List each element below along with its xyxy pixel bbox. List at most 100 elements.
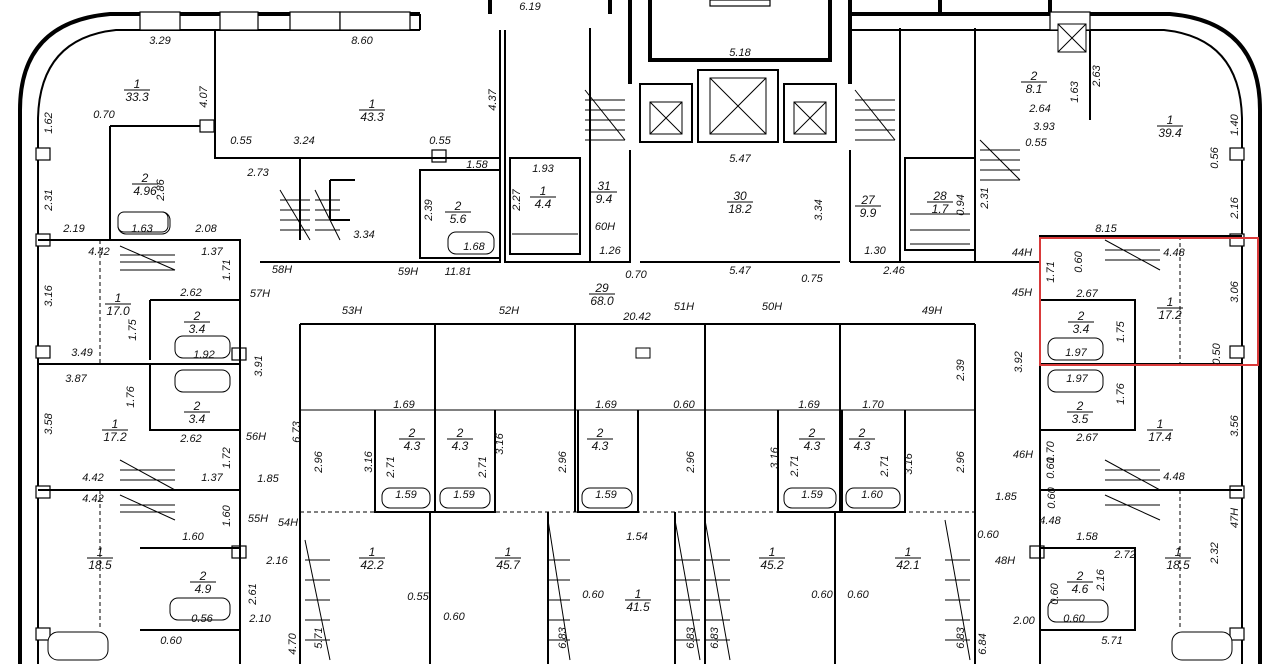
dimension-label: 1.37: [201, 246, 223, 258]
room-number: 1: [369, 97, 376, 111]
room-area: 3.4: [189, 412, 206, 426]
stairs: [119, 89, 1161, 661]
room-number: 2: [1077, 309, 1085, 323]
dimension-label: 5.71: [1101, 635, 1122, 647]
dimension-label: 1.62: [43, 112, 55, 133]
room-area: 42.2: [360, 558, 384, 572]
dimension-label: 0.60: [977, 529, 999, 541]
room-number: 1: [134, 77, 141, 91]
dimension-label: 55H: [248, 513, 268, 525]
dimension-label: 0.55: [1025, 137, 1047, 149]
top-windows: [139, 0, 1091, 31]
dimension-label: 0.60: [443, 611, 465, 623]
dimension-label: 1.85: [257, 473, 279, 485]
dimension-label: 3.56: [1229, 414, 1241, 436]
interior-walls-upper: [38, 28, 1242, 263]
left-units: [38, 211, 241, 664]
dimension-label: 2.71: [879, 455, 891, 477]
room-area: 5.6: [450, 212, 467, 226]
dimension-label: 6.19: [519, 1, 540, 13]
dimension-label: 2.71: [789, 455, 801, 477]
dimension-label: 6.83: [685, 626, 697, 648]
dimension-label: 2.31: [979, 187, 991, 209]
dimension-label: 2.08: [194, 223, 217, 235]
room-number: 1: [540, 184, 547, 198]
dimension-label: 2.39: [423, 199, 435, 221]
dimension-label: 3.16: [494, 432, 506, 454]
room-number: 1: [1167, 113, 1174, 127]
room-area: 33.3: [125, 90, 149, 104]
dimension-label: 1.26: [599, 245, 621, 257]
dimension-label: 8.15: [1095, 223, 1117, 235]
dimension-label: 54H: [278, 517, 298, 529]
dimension-label: 0.50: [1211, 342, 1223, 364]
dimension-label: 45H: [1012, 287, 1032, 299]
room-area: 18.2: [728, 202, 752, 216]
dimension-label: 2.96: [955, 450, 967, 473]
dimension-label: 2.67: [1075, 432, 1098, 444]
dimension-label: 11.81: [445, 266, 472, 278]
room-number: 2: [408, 426, 416, 440]
room-area: 42.1: [896, 558, 919, 572]
dimension-label: 52H: [499, 305, 519, 317]
room-area: 43.3: [360, 110, 384, 124]
room-number: 1: [1175, 545, 1182, 559]
dimension-label: 3.06: [1229, 280, 1241, 302]
dimension-label: 1.60: [221, 504, 233, 526]
dimension-label: 0.70: [625, 269, 647, 281]
dimension-label: 0.60: [582, 589, 604, 601]
dimension-label: 2.64: [1028, 103, 1050, 115]
dimension-label: 1.59: [453, 489, 474, 501]
dimension-label: 0.60: [1073, 250, 1085, 272]
dimension-label: 2.73: [246, 167, 269, 179]
dimension-label: 4.48: [1039, 515, 1061, 527]
room-number: 1: [635, 587, 642, 601]
dimension-label: 4.07: [198, 85, 210, 107]
dimension-label: 1.40: [1229, 113, 1241, 135]
dimension-label: 2.16: [1229, 196, 1241, 219]
dimension-label: 0.56: [191, 613, 213, 625]
room-area: 39.4: [1158, 126, 1182, 140]
dimension-label: 0.70: [93, 109, 115, 121]
room-area: 18.5: [1166, 558, 1190, 572]
dimension-label: 2.00: [1012, 615, 1035, 627]
dimension-label: 53H: [342, 305, 362, 317]
highlighted-unit: [1039, 237, 1259, 366]
dimension-label: 3.16: [43, 284, 55, 306]
dimension-label: 5.47: [729, 153, 751, 165]
dimension-label: 0.60: [1045, 456, 1057, 478]
dimension-label: 1.70: [862, 399, 884, 411]
middle-units: [299, 323, 976, 664]
dimension-label: 3.91: [253, 355, 265, 376]
dimension-label: 2.71: [477, 456, 489, 478]
dimension-label: 1.58: [1076, 531, 1098, 543]
dimension-label: 49H: [922, 305, 942, 317]
room-number: 2: [858, 426, 866, 440]
room-number: 2: [808, 426, 816, 440]
room-area: 3.4: [189, 322, 206, 336]
dimension-label: 3.58: [43, 412, 55, 434]
dimension-label: 4.42: [82, 493, 103, 505]
dimension-label: 1.70: [1045, 440, 1057, 462]
dimension-label: 6.83: [955, 626, 967, 648]
room-area: 8.1: [1026, 82, 1043, 96]
room-area: 17.4: [1148, 430, 1172, 444]
room-area: 4.3: [804, 439, 821, 453]
dimension-label: 5.47: [729, 265, 751, 277]
dimension-label: 1.60: [182, 531, 204, 543]
dimension-label: 1.75: [127, 318, 139, 340]
dimension-label: 1.75: [1115, 320, 1127, 342]
dimension-label: 3.93: [1033, 121, 1055, 133]
room-area: 9.4: [596, 192, 613, 206]
dimension-label: 1.72: [221, 447, 233, 468]
dimension-label: 57H: [250, 288, 270, 300]
dimension-label: 2.62: [179, 287, 201, 299]
dimension-label: 1.76: [1115, 382, 1127, 404]
dimension-label: 1.69: [393, 399, 414, 411]
dimension-label: 1.85: [995, 491, 1017, 503]
room-area: 4.6: [1072, 582, 1089, 596]
dimension-label: 0.60: [811, 589, 833, 601]
room-number: 2: [199, 569, 207, 583]
dimension-label: 0.60: [160, 635, 182, 647]
